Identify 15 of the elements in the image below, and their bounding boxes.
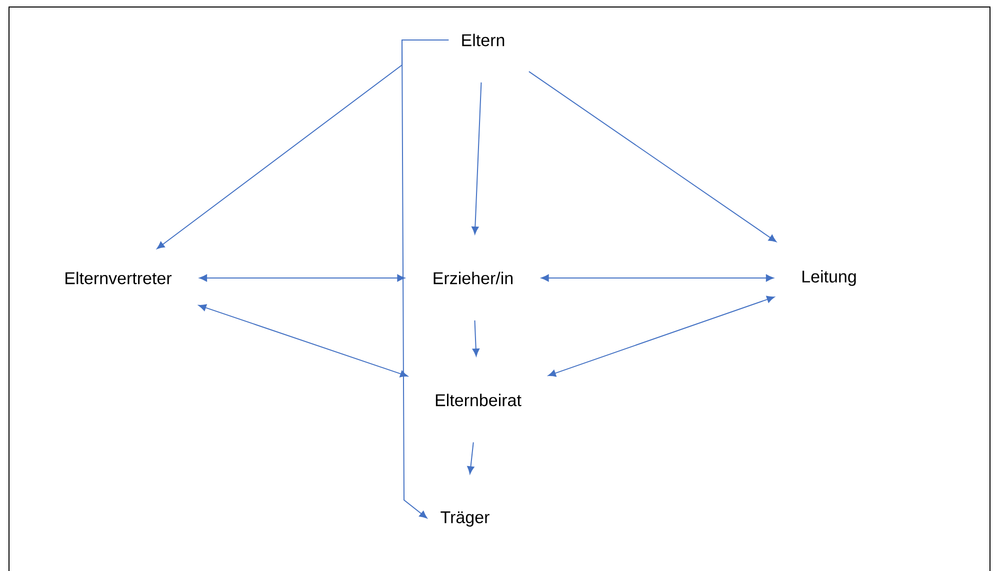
arrow bbox=[198, 304, 408, 378]
node-label: Eltern bbox=[462, 34, 504, 46]
arrow bbox=[472, 320, 480, 356]
arrow bbox=[199, 274, 405, 282]
arrow bbox=[472, 82, 482, 234]
arrow bbox=[548, 296, 775, 377]
node-label: Elternbeirat bbox=[436, 394, 522, 406]
arrow bbox=[402, 40, 450, 518]
node-label: Träger bbox=[440, 511, 490, 527]
node-label: Elternvertreter bbox=[66, 272, 172, 284]
arrow bbox=[528, 71, 776, 242]
arrow bbox=[467, 442, 474, 474]
node-label: Erzieher/in bbox=[434, 272, 513, 284]
arrow bbox=[541, 274, 774, 282]
node-label: Leitung bbox=[802, 270, 856, 286]
